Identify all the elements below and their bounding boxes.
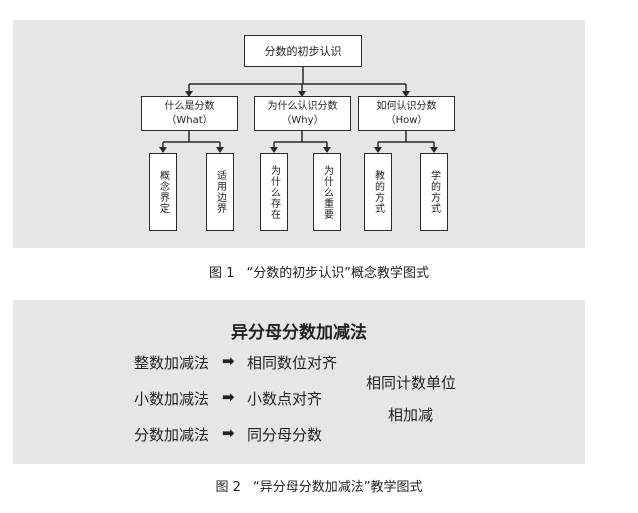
leaf-label: 为什么存在 (268, 164, 280, 220)
root-label: 分数的初步认识 (264, 45, 342, 58)
row3-right: 同分母分数 (247, 426, 323, 444)
leaf-definition: 概念界定 (149, 153, 177, 231)
category-label: 什么是分数 (164, 100, 215, 112)
leaf-why-important: 为什么重要 (313, 153, 341, 231)
row1-left: 整数加减法 (134, 354, 210, 372)
row3-left: 分数加减法 (134, 426, 210, 444)
leaf-teaching-method: 教的方式 (364, 153, 392, 231)
category-why: 为什么认识分数 （Why） (254, 96, 351, 131)
conclusion-line2: 相加减 (388, 406, 434, 424)
category-what: 什么是分数 （What） (141, 96, 238, 131)
figure2-title: 异分母分数加减法 (231, 323, 367, 343)
row2-right: 小数点对齐 (247, 390, 323, 408)
conclusion-line1: 相同计数单位 (366, 374, 457, 392)
leaf-label: 概念界定 (157, 170, 169, 214)
caption-number: 图 2 (215, 480, 241, 495)
caption-number: 图 1 (208, 266, 235, 281)
figure2-caption: 图 2 “异分母分数加减法”教学图式 (0, 476, 638, 495)
leaf-label: 教的方式 (372, 170, 384, 214)
row1-right: 相同数位对齐 (247, 354, 338, 372)
right-arrow-icon: ➡ (222, 424, 235, 442)
caption-text: “异分母分数加减法”教学图式 (253, 480, 423, 495)
category-sub: （What） (166, 114, 213, 126)
right-arrow-icon: ➡ (222, 352, 235, 370)
leaf-learning-method: 学的方式 (420, 153, 448, 231)
caption-text: “分数的初步认识”概念教学图式 (246, 266, 430, 281)
row2-left: 小数加减法 (134, 390, 210, 408)
category-sub: （Why） (281, 114, 324, 126)
root-node: 分数的初步认识 (244, 35, 362, 67)
category-label: 如何认识分数 (376, 100, 437, 112)
figure1-caption: 图 1 “分数的初步认识”概念教学图式 (0, 262, 638, 281)
leaf-label: 学的方式 (428, 170, 440, 214)
leaf-label: 为什么重要 (321, 164, 333, 220)
category-how: 如何认识分数 （How） (358, 96, 455, 131)
leaf-why-exist: 为什么存在 (260, 153, 288, 231)
category-label: 为什么认识分数 (267, 100, 338, 112)
category-sub: （How） (385, 114, 428, 126)
right-arrow-icon: ➡ (222, 388, 235, 406)
formula-schema-panel (13, 300, 585, 464)
leaf-label: 适用边界 (214, 170, 226, 214)
leaf-boundary: 适用边界 (206, 153, 234, 231)
